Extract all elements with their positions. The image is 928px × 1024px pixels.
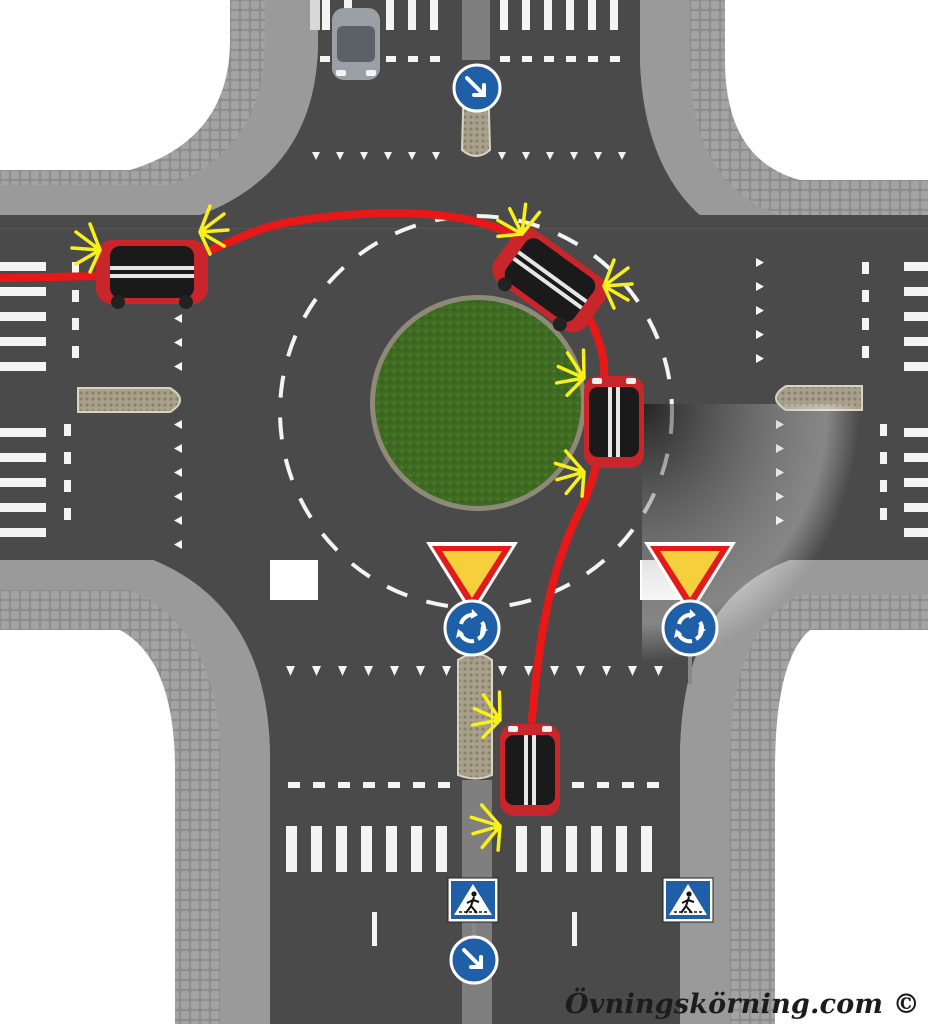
keep-right-arrow-icon <box>449 935 499 985</box>
car-east <box>584 376 644 468</box>
pedestrian-crossing-icon <box>662 877 714 923</box>
far-car <box>332 8 380 80</box>
keep-right-arrow-icon <box>452 63 502 113</box>
central-island <box>375 300 581 506</box>
crosswalk-west <box>0 262 46 537</box>
pedestrian-crossing-icon <box>447 877 499 923</box>
roundabout-circulation-icon <box>661 599 719 657</box>
crosswalk-east <box>904 262 928 537</box>
yield-lines <box>174 152 784 676</box>
site-watermark: Övningskörning.com © <box>565 989 920 1020</box>
car-south <box>500 724 560 816</box>
car-west <box>96 240 208 309</box>
crosswalk-south <box>286 826 652 872</box>
roundabout-circulation-icon <box>443 599 501 657</box>
